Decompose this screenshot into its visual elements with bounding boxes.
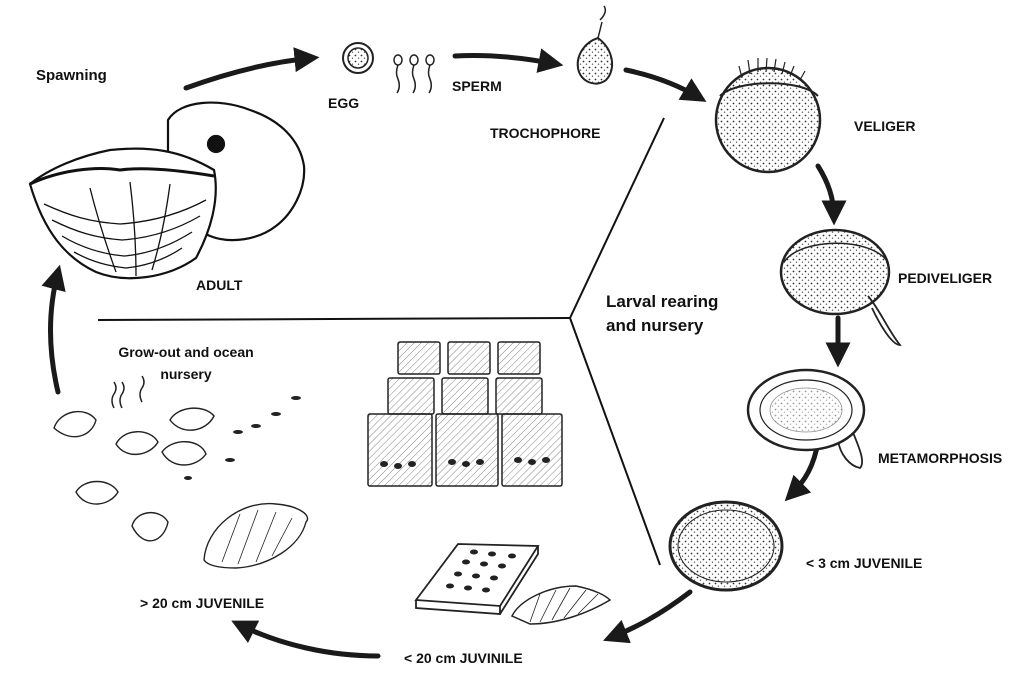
label-growout-line1: Grow-out and ocean: [118, 344, 254, 360]
label-pediveliger: PEDIVELIGER: [898, 270, 993, 286]
egg-illustration: [342, 42, 374, 74]
growout-scene-illustration: [53, 375, 309, 569]
veliger-illustration: [714, 57, 822, 174]
cycle-arrows: [41, 47, 851, 659]
label-larval-rearing-line1: Larval rearing: [606, 292, 719, 311]
section-dividers: [97, 117, 665, 566]
small-juvenile-illustration: [668, 500, 784, 592]
label-spawning: Spawning: [36, 67, 107, 84]
label-adult: ADULT: [196, 277, 243, 293]
pediveliger-illustration: [779, 228, 902, 346]
nursery-tanks-illustration: [367, 341, 563, 487]
label-veliger: VELIGER: [854, 118, 916, 134]
label-mid-juvenile: < 20 cm JUVINILE: [404, 650, 523, 666]
label-metamorphosis: METAMORPHOSIS: [878, 450, 1003, 466]
label-growout: Grow-out and ocean nursery: [76, 341, 296, 385]
nursery-tray-illustration: [414, 543, 540, 615]
adult-clam-illustration: [28, 101, 306, 280]
label-egg: EGG: [328, 95, 360, 111]
label-small-juvenile: < 3 cm JUVENILE: [806, 555, 923, 571]
sperm-illustration: [393, 54, 435, 94]
metamorphosis-illustration: [746, 368, 866, 469]
label-trochophore: TROCHOPHORE: [490, 125, 601, 141]
label-larval-rearing-line2: and nursery: [606, 316, 704, 335]
label-sperm: SPERM: [452, 78, 502, 94]
medium-clam-illustration: [510, 585, 612, 625]
label-large-juvenile: > 20 cm JUVENILE: [140, 595, 265, 611]
label-larval-rearing: Larval rearing and nursery: [606, 290, 718, 338]
label-growout-line2: nursery: [160, 366, 212, 382]
trochophore-illustration: [576, 5, 614, 85]
